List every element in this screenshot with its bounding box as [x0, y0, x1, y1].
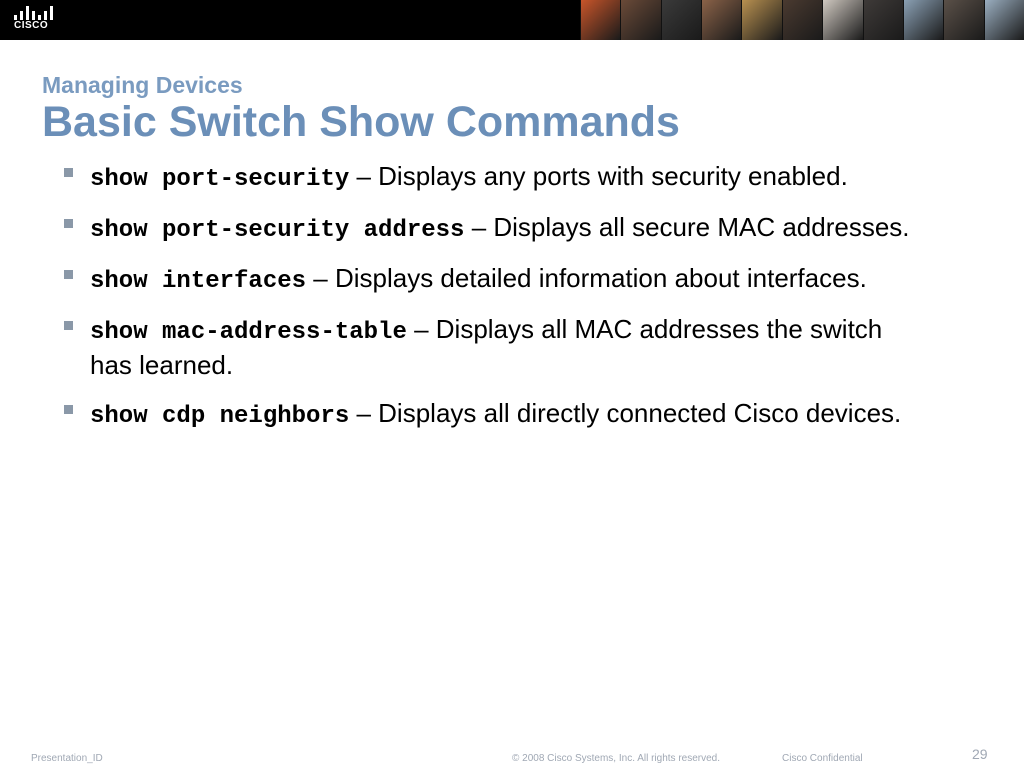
command-description: – Displays all directly connected Cisco … [349, 398, 902, 428]
square-bullet-icon [64, 405, 73, 414]
photo-tile [701, 0, 742, 40]
command-description: – Displays all secure MAC addresses. [464, 212, 910, 242]
photo-tile [580, 0, 621, 40]
square-bullet-icon [64, 270, 73, 279]
bullet-item: show interfaces – Displays detailed info… [62, 262, 912, 298]
bullet-item: show cdp neighbors – Displays all direct… [62, 397, 912, 433]
photo-tile [620, 0, 661, 40]
command-description: – Displays any ports with security enabl… [349, 161, 848, 191]
bullet-item: show port-security – Displays any ports … [62, 160, 912, 196]
slide-title: Basic Switch Show Commands [42, 98, 680, 146]
command-description: – Displays detailed information about in… [306, 263, 867, 293]
photo-tile [902, 0, 944, 40]
command-text: show mac-address-table [90, 319, 407, 346]
cisco-wordmark: CISCO [14, 20, 49, 31]
cisco-bars-icon [14, 6, 58, 20]
command-description: – Displays all MAC addresses the switch … [90, 314, 883, 380]
photo-tile [862, 0, 903, 40]
photo-tile [660, 0, 702, 40]
footer-copyright: © 2008 Cisco Systems, Inc. All rights re… [512, 753, 721, 764]
command-text: show interfaces [90, 268, 307, 295]
slide-subtitle: Managing Devices [42, 72, 243, 98]
photo-tile [943, 0, 984, 40]
photo-tile [781, 0, 823, 40]
page-number: 29 [972, 746, 988, 762]
cisco-logo: CISCO [14, 6, 58, 34]
square-bullet-icon [64, 219, 73, 228]
photo-tile [983, 0, 1024, 40]
footer-presentation-id: Presentation_ID [31, 753, 103, 764]
bullet-item: show port-security address – Displays al… [62, 211, 912, 247]
square-bullet-icon [64, 321, 73, 330]
square-bullet-icon [64, 168, 73, 177]
bullet-item: show mac-address-table – Displays all MA… [62, 313, 912, 382]
command-text: show cdp neighbors [90, 403, 350, 430]
command-text: show port-security address [90, 217, 465, 244]
photo-tile [741, 0, 782, 40]
command-text: show port-security [90, 166, 350, 193]
bullet-list: show port-security – Displays any ports … [62, 160, 912, 448]
footer-confidential: Cisco Confidential [782, 753, 863, 764]
header-banner: CISCO [0, 0, 1024, 40]
photo-tile [822, 0, 863, 40]
photo-strip [580, 0, 1024, 40]
